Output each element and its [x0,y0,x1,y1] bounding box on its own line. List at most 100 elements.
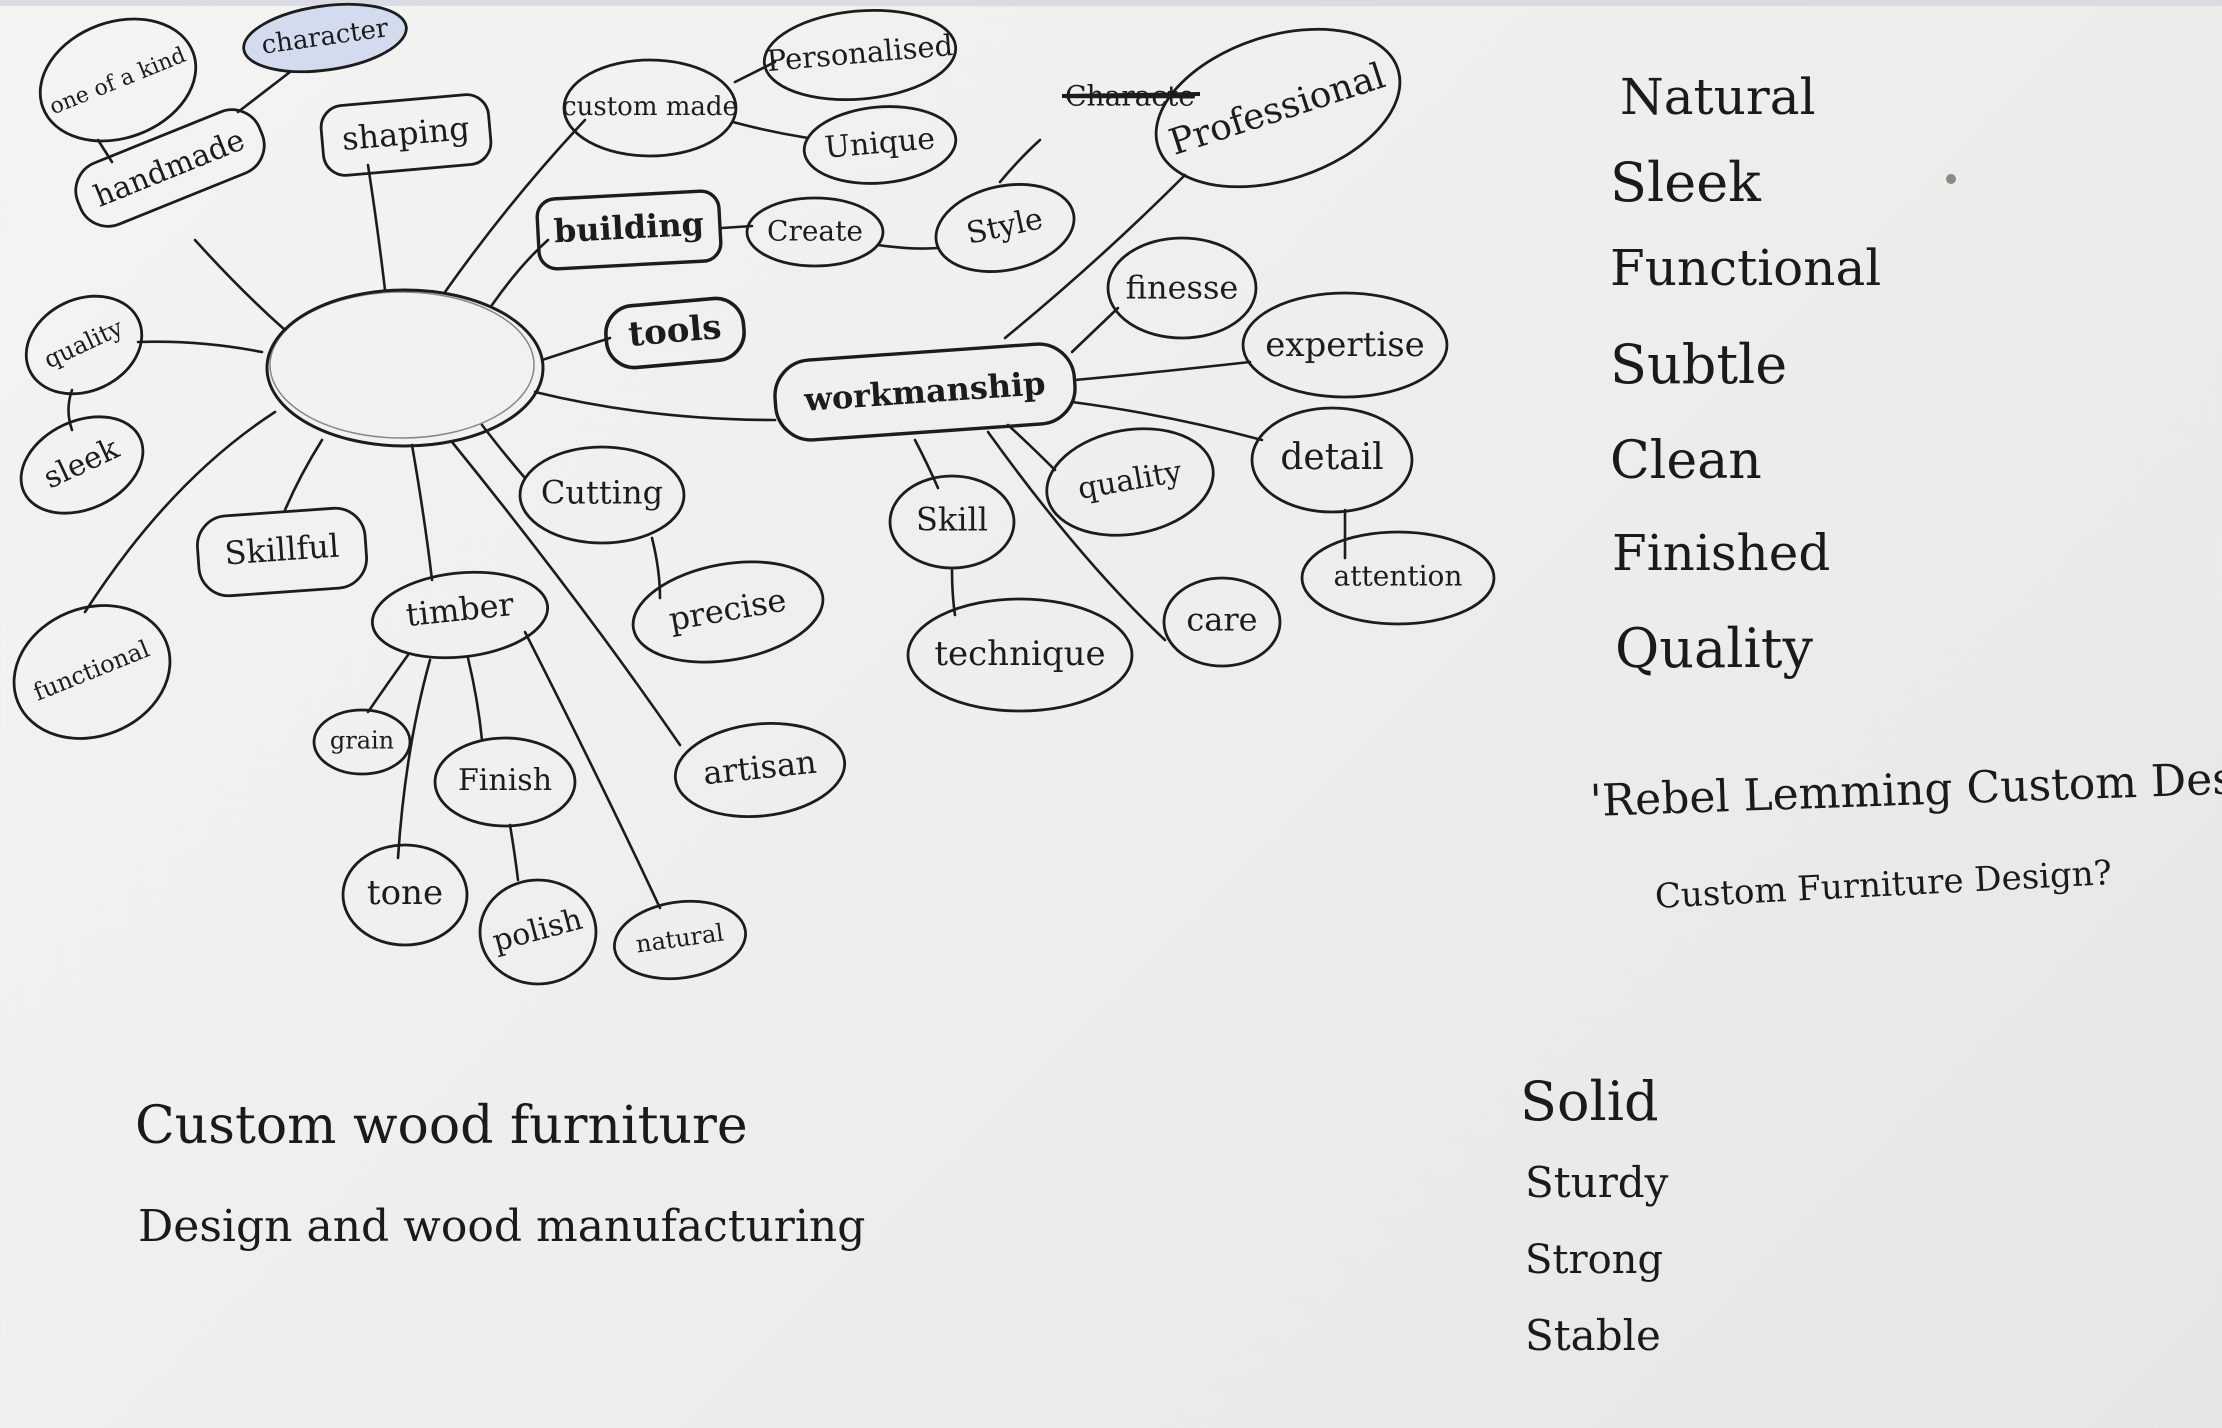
node-attention-outline [1300,530,1496,626]
node-personalised-label: Personalised [765,28,954,78]
paper-speck [1946,174,1956,184]
edge-timber-grain [366,653,410,714]
edge-workmanship-finesse [1070,306,1120,354]
node-timber-outline [370,570,550,660]
node-timber-label: timber [404,585,516,634]
edge-custom-personalised [733,60,777,84]
node-finish-label: Finish [458,763,552,798]
keyword-item: Natural [1620,68,1816,126]
edge-carpentry-functional [83,410,277,614]
node-tools-label: tools [627,307,723,355]
edge-carpentry-quality-left [136,340,264,354]
node-create-outline [745,196,885,268]
node-tools-outline [604,296,746,370]
node-cutting-label: Cutting [541,474,663,512]
node-carpentry-outline [265,288,545,448]
node-precise-label: precise [666,581,789,639]
node-finish-outline [433,736,577,828]
node-expertise-label: expertise [1265,325,1425,365]
node-detail-outline [1250,406,1414,514]
keyword-item: Subtle [1610,333,1788,396]
edge-cutting-precise [650,536,662,600]
description-line: Custom wood furniture [135,1096,748,1156]
paper-top-edge [0,0,2222,6]
node-precise-outline [631,560,825,664]
node-tone-outline [341,843,469,947]
keyword-item: Functional [1610,239,1882,297]
node-polish-outline [478,878,598,986]
node-finesse-label: finesse [1126,269,1239,307]
node-care-label: care [1186,601,1257,639]
edge-timber-finish [466,656,484,742]
node-functional-outline [12,604,172,740]
node-quality-left-label: quality [40,313,128,374]
description-line: Design and wood manufacturing [138,1201,866,1252]
node-care-outline [1162,576,1282,668]
keyword-item: Sleek [1610,151,1761,214]
strength-word: Strong [1525,1237,1664,1283]
crossed-out-strike [1061,92,1201,98]
edge-carpentry-artisan [450,440,682,747]
node-building-outline [535,189,723,271]
edge-carpentry-building [490,238,550,307]
node-custom-made-outline [562,58,738,158]
node-create-label: Create [767,215,863,248]
node-style-label: Style [963,201,1046,251]
node-style-outline [934,183,1076,273]
edge-workmanship-skill [913,438,940,490]
edge-carpentry-timber [410,443,434,582]
node-handmade-label: handmade [89,123,250,215]
strength-word: Sturdy [1525,1158,1669,1207]
node-sleek-left-label: sleek [38,431,125,496]
edge-carpentry-shaping [366,163,387,292]
node-quality-left-outline [24,294,144,396]
node-building-label: building [553,205,705,251]
node-skill-label: Skill [916,501,988,539]
node-shaping-outline [319,93,493,177]
node-one-of-a-kind-label: one of a kind [46,43,189,120]
edge-workmanship-professional [1003,173,1187,340]
edge-carpentry-skillful [283,438,324,512]
strength-word: Solid [1520,1070,1659,1133]
edge-handmade-one-of-a-kind [96,138,114,164]
node-handmade-outline [74,108,266,228]
node-unique-outline [802,105,958,185]
node-sleek-left-outline [19,415,145,515]
node-quality-right-outline [1045,427,1215,537]
edge-carpentry-workmanship [533,390,777,422]
node-workmanship-outline [773,342,1077,442]
edge-custom-unique [731,120,810,140]
node-tone-label: tone [367,873,443,913]
node-quality-right-label: quality [1075,454,1184,507]
edge-finish-polish [508,823,520,882]
node-artisan-outline [673,721,847,819]
node-character-outline [242,2,408,74]
node-unique-label: Unique [823,121,936,165]
edge-carpentry-cutting [480,423,527,480]
edge-workmanship-detail [1070,400,1264,442]
node-shaping-label: shaping [340,109,471,158]
node-cutting-outline [518,445,686,545]
keyword-item: Clean [1610,431,1762,491]
node-functional-left-label: functional [29,635,153,707]
node-grain-label: grain [330,727,394,755]
node-detail-label: detail [1280,437,1383,478]
edge-create-style [876,243,940,250]
node-attention-label: attention [1334,560,1463,593]
edge-style-struck [998,138,1042,184]
node-natural-left-outline [613,899,747,981]
edge-timber-tone [396,658,432,860]
edge-workmanship-care [986,430,1167,642]
node-polish-label: polish [489,902,586,959]
node-technique-outline [906,597,1134,713]
node-finesse-outline [1106,236,1258,340]
edge-carpentry-custom-made [443,118,587,294]
node-technique-label: technique [934,634,1105,674]
node-grain-outline [312,708,412,776]
edge-carpentry-tools [540,336,612,362]
edge-skill-technique [950,566,957,617]
node-carpentry-outline-2 [269,291,535,439]
node-custom-made-label: custom made [562,92,738,122]
node-natural-left-label: natural [634,919,725,959]
